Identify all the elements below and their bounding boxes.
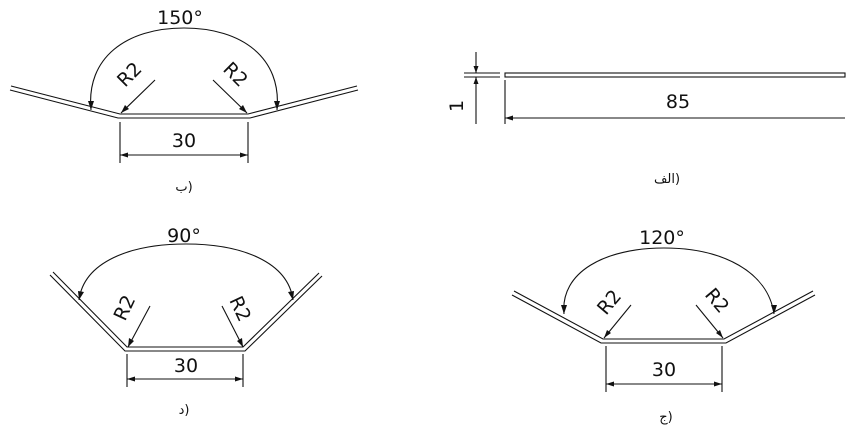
figure-caption-be: ب): [175, 180, 192, 195]
thickness-arrow-bottom: [473, 77, 479, 84]
angle-arrow-right: [288, 291, 294, 300]
radius-arrow-left: [128, 338, 134, 347]
radius-arrow-left: [604, 330, 611, 338]
radius-label-left: R2: [593, 286, 626, 320]
angle-arrow-arc: [563, 247, 775, 315]
figure-caption-alef: الف): [654, 172, 680, 187]
angle-label: 120°: [639, 227, 685, 249]
bent-plate-inner: [513, 290, 814, 340]
flat-strip: [504, 72, 846, 78]
angle-arrow-right: [771, 305, 777, 314]
base-arrow-right: [235, 376, 243, 382]
base-arrow-left: [127, 376, 135, 382]
base-arrow-right: [240, 152, 248, 158]
figure-dal-90-degree: 90° R2 R2 30 د): [49, 225, 323, 418]
length-label: 85: [666, 91, 690, 113]
bent-plate-inner: [10, 85, 358, 115]
length-arrow-left: [505, 115, 513, 121]
figure-caption-jim: ج): [659, 410, 672, 425]
base-label: 30: [652, 359, 676, 381]
angle-arrow-left: [561, 305, 567, 314]
angle-label: 90°: [167, 225, 201, 247]
base-arrow-right: [714, 381, 722, 387]
thickness-arrow-top: [473, 66, 479, 73]
angle-arrow-left: [88, 101, 94, 110]
figure-jim-120-degree: 120° R2 R2 30 ج): [511, 227, 816, 425]
bent-plate-outer: [49, 274, 323, 352]
base-label: 30: [174, 355, 198, 377]
bent-plate-outer: [511, 294, 816, 344]
figure-alef-flat-strip: 85 1 الف): [446, 52, 846, 187]
angle-arc: [90, 27, 278, 111]
radius-arrow-left: [121, 105, 129, 113]
angle-arrow-right: [274, 101, 280, 110]
radius-label-right: R2: [700, 284, 733, 318]
figure-caption-dal: د): [179, 403, 190, 418]
figure-be-150-degree: 150° R2 R2 30 ب): [9, 7, 359, 195]
bent-plate-inner: [52, 271, 320, 348]
base-arrow-left: [120, 152, 128, 158]
angle-arrow-left: [78, 291, 84, 300]
bent-plate-outer: [9, 89, 359, 119]
radius-arrow-right: [716, 330, 723, 338]
angle-label: 150°: [157, 7, 203, 29]
radius-label-left: R2: [110, 292, 141, 324]
base-arrow-left: [606, 381, 614, 387]
angle-arc: [78, 243, 294, 301]
radius-label-left: R2: [113, 58, 146, 91]
base-label: 30: [172, 130, 196, 152]
radius-arrow-right: [237, 338, 243, 347]
thickness-label: 1: [446, 100, 468, 112]
radius-arrow-right: [239, 105, 247, 113]
radius-label-right: R2: [218, 58, 251, 91]
